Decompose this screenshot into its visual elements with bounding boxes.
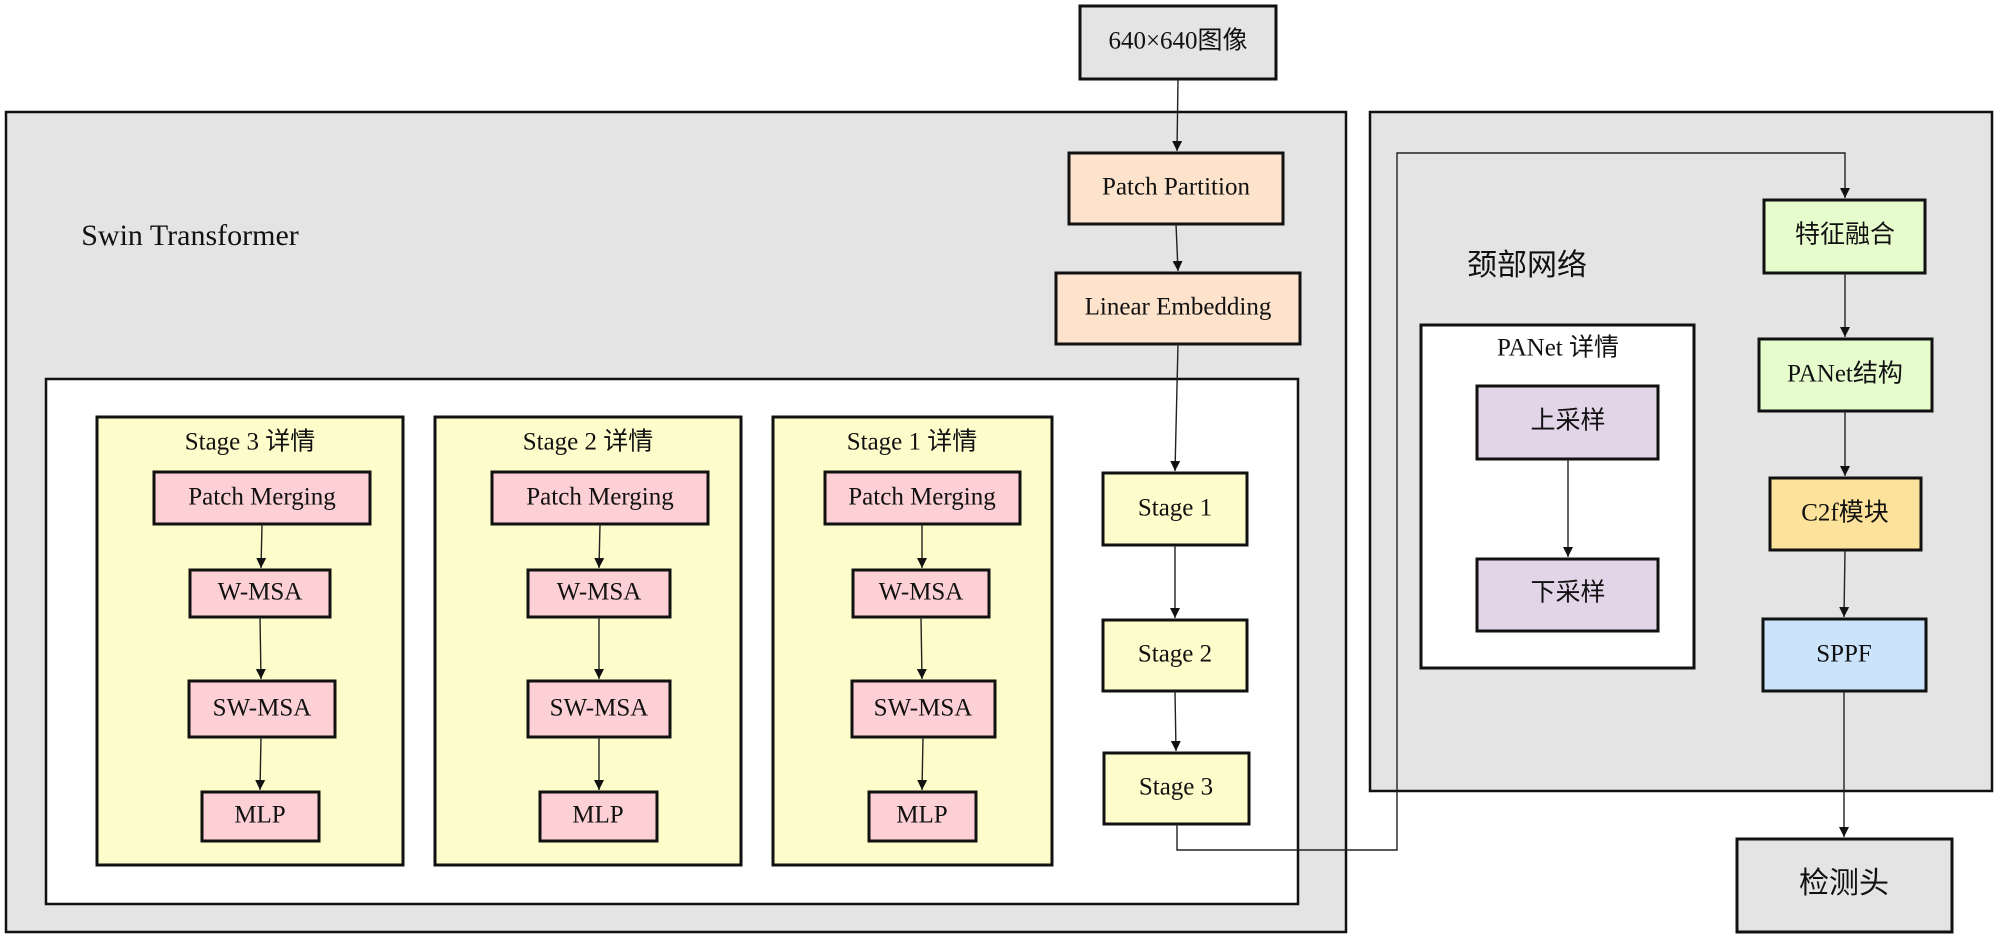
neck-panel: 颈部网络 PANet 详情 上采样 下采样 特征融合 PANet结构 C2f模块… xyxy=(1368,110,1994,793)
edge-stage3-to-feature-fusion xyxy=(1176,152,1850,851)
block-label: W-MSA xyxy=(218,579,303,606)
upsample-box xyxy=(1475,384,1660,461)
input-image-box xyxy=(1078,4,1278,81)
patch-merging-box xyxy=(490,470,710,526)
block-label: MLP xyxy=(896,802,947,829)
backbone-title: Swin Transformer xyxy=(81,219,299,252)
upsample-label: 上采样 xyxy=(1530,407,1605,435)
edge-c2f-to-sppf xyxy=(1839,549,1850,618)
block-label: Patch Merging xyxy=(188,484,336,511)
block-label: SW-MSA xyxy=(874,695,973,722)
edge-partition-to-embedding xyxy=(1172,223,1183,272)
sw-msa-box xyxy=(850,679,997,739)
block-label: Patch Merging xyxy=(848,484,996,511)
stage-3-label: Stage 3 xyxy=(1139,774,1213,801)
w-msa-box xyxy=(851,568,991,619)
edge-stage2-to-stage3 xyxy=(1170,690,1181,752)
w-msa-box xyxy=(188,568,332,619)
edge-embedding-to-stage1 xyxy=(1170,343,1181,472)
mlp-box xyxy=(200,790,321,843)
stage-2-detail: Stage 2 详情 Patch Merging W-MSA SW-MSA ML… xyxy=(433,415,743,867)
sppf-label: SPPF xyxy=(1816,641,1872,668)
sw-msa-box xyxy=(526,679,672,739)
edge-arrow xyxy=(916,616,927,680)
mlp-box xyxy=(538,790,659,843)
patch-partition-label: Patch Partition xyxy=(1102,174,1250,201)
edge-arrow xyxy=(255,616,266,680)
block-label: Patch Merging xyxy=(526,484,674,511)
stage-1-detail: Stage 1 详情 Patch Merging W-MSA SW-MSA ML… xyxy=(771,415,1054,867)
detection-head-box xyxy=(1735,837,1954,934)
linear-embedding-label: Linear Embedding xyxy=(1085,294,1272,321)
detection-head-label: 检测头 xyxy=(1799,867,1889,900)
edge-arrow xyxy=(255,736,266,791)
mlp-box xyxy=(867,790,978,843)
linear-embedding-box xyxy=(1054,271,1302,346)
c2f-module-label: C2f模块 xyxy=(1801,499,1889,527)
stage-1-label: Stage 1 xyxy=(1138,495,1212,522)
feature-fusion-label: 特征融合 xyxy=(1795,221,1895,249)
edge-arrow xyxy=(917,736,928,791)
block-label: MLP xyxy=(572,802,623,829)
panet-detail-title: PANet 详情 xyxy=(1497,334,1619,362)
feature-fusion-box xyxy=(1762,198,1927,275)
edge-arrow xyxy=(256,523,267,569)
stage-1-box xyxy=(1101,471,1249,547)
block-label: MLP xyxy=(234,802,285,829)
sw-msa-box xyxy=(187,679,337,739)
neck-title: 颈部网络 xyxy=(1467,249,1587,282)
patch-merging-box xyxy=(823,470,1022,526)
stage-3-detail: Stage 3 详情 Patch Merging W-MSA SW-MSA ML… xyxy=(95,415,405,867)
stage-2-label: Stage 2 xyxy=(1138,641,1212,668)
edge-arrow xyxy=(594,523,605,569)
block-label: SW-MSA xyxy=(550,695,649,722)
downsample-box xyxy=(1475,557,1660,633)
block-label: W-MSA xyxy=(879,579,964,606)
panet-structure-label: PANet结构 xyxy=(1787,360,1903,388)
backbone-panel: Swin Transformer Patch Partition Linear … xyxy=(4,110,1348,934)
edge-input-to-patch-partition xyxy=(1172,78,1183,152)
input-image-node: 640×640图像 xyxy=(1078,4,1278,81)
detection-head-node: 检测头 xyxy=(1735,837,1954,934)
downsample-label: 下采样 xyxy=(1530,579,1605,607)
input-image-label: 640×640图像 xyxy=(1108,27,1247,55)
stage-detail-title: Stage 2 详情 xyxy=(523,428,654,456)
stage-3-box xyxy=(1102,751,1251,826)
c2f-module-box xyxy=(1768,476,1923,552)
block-label: SW-MSA xyxy=(213,695,312,722)
stage-detail-title: Stage 1 详情 xyxy=(847,428,978,456)
block-label: W-MSA xyxy=(557,579,642,606)
stage-detail-title: Stage 3 详情 xyxy=(185,428,316,456)
